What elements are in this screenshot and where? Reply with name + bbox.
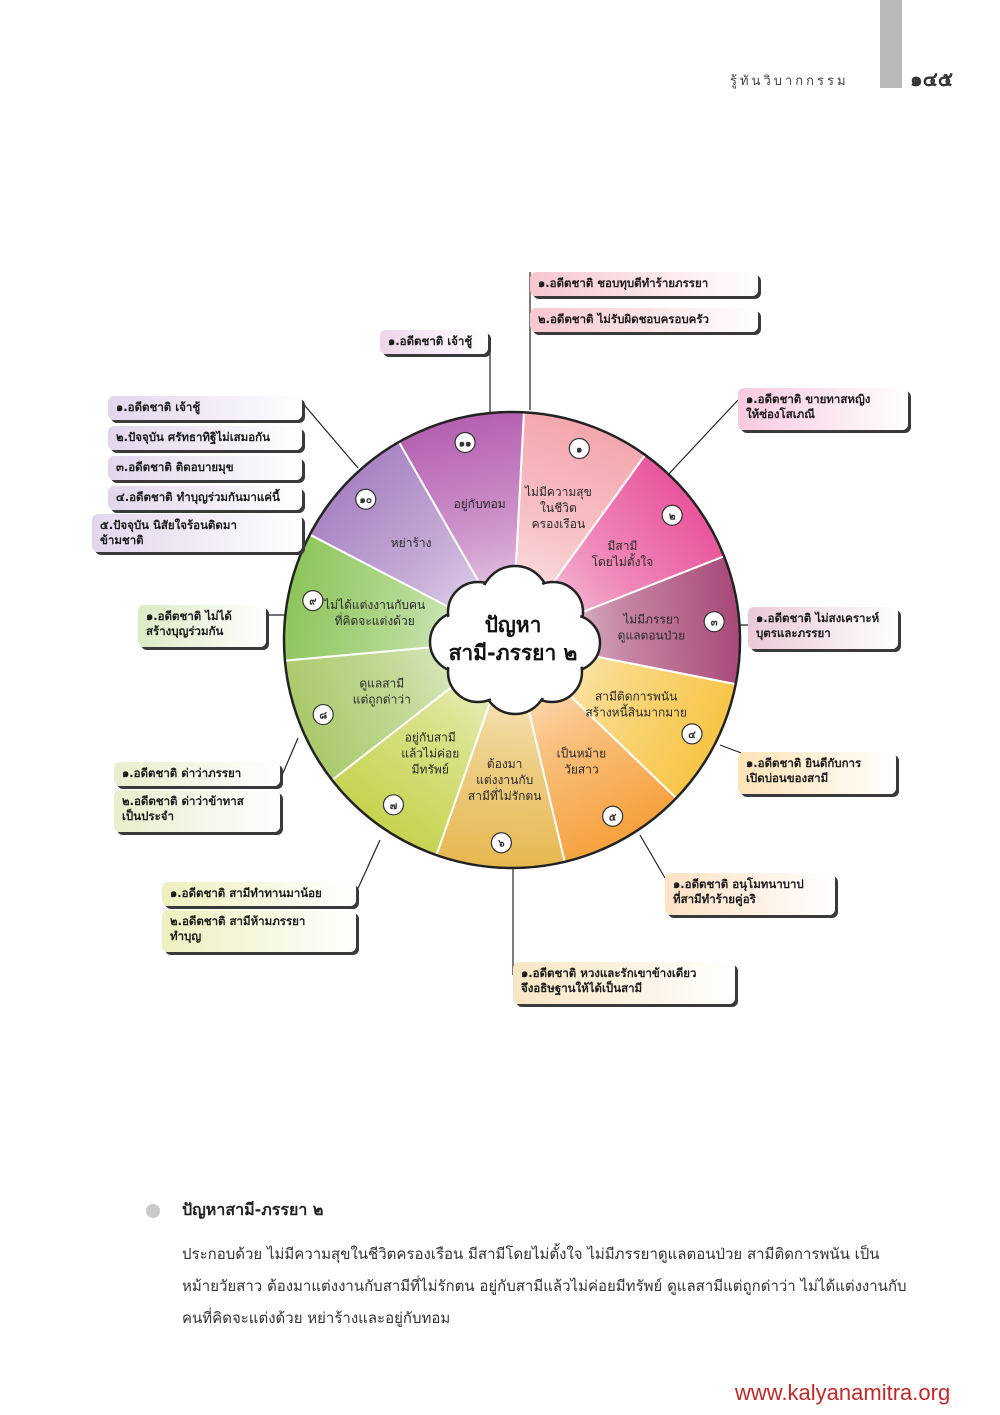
segment-number-9: ๙ <box>309 597 317 608</box>
segment-number-3: ๓ <box>711 618 718 629</box>
segment-number-8: ๘ <box>319 711 327 722</box>
segment-number-badge-4 <box>681 723 703 745</box>
segment-number-11: ๑๑ <box>459 438 472 449</box>
segment-number-badge-5 <box>602 805 624 827</box>
segment-label-11: อยู่กับทอม <box>454 497 506 512</box>
cause-box-3-1: ๑.อดีตชาติ ไม่สงเคราะห์ บุตรและภรรยา <box>748 607 898 649</box>
cause-box-6-1: ๑.อดีตชาติ หวงและรักเขาข้างเดียว จึงอธิษ… <box>513 962 735 1004</box>
segment-label-8: ดูแลสามีแต่ถูกด่าว่า <box>353 676 411 707</box>
cause-box-7-2: ๒.อดีตชาติ สามีห้ามภรรยา ทำบุญ <box>162 910 356 952</box>
problem-wheel-diagram: ไม่มีความสุขในชีวิตครองเรือน ๑มีสามีโดยไม… <box>265 272 761 975</box>
section-body: ประกอบด้วย ไม่มีความสุขในชีวิตครองเรือน … <box>182 1245 907 1327</box>
cause-box-10-5: ๕.ปัจจุบัน นิสัยใจร้อนติดมา ข้ามชาติ <box>92 514 302 552</box>
cause-box-8-2: ๒.อดีตชาติ ด่าว่าข้าทาส เป็นประจำ <box>114 790 280 832</box>
segment-label-3: ไม่มีภรรยาดูแลตอนป่วย <box>618 612 685 643</box>
section-title: ปัญหาสามี-ภรรยา ๒ <box>182 1200 324 1219</box>
running-header-title: รู้ทันวิบากกรรม <box>730 74 849 89</box>
wheel-outline <box>282 410 742 870</box>
segment-number-badge-6 <box>490 832 512 854</box>
segment-label-7: อยู่กับสามีแล้วไม่ค่อยมีทรัพย์ <box>401 731 459 777</box>
cause-box-8-1: ๑.อดีตชาติ ด่าว่าภรรยา <box>114 762 280 786</box>
segment-number-badge-1 <box>568 437 590 460</box>
connector-line-7 <box>354 839 381 896</box>
segment-label-6: ต้องมาแต่งงานกับสามีที่ไม่รักตน <box>468 757 542 803</box>
cause-box-9-1: ๑.อดีตชาติ ไม่ได้ สร้างบุญร่วมกัน <box>138 605 266 647</box>
segment-number-1: ๑ <box>576 444 582 455</box>
segment-label-5: เป็นหม้ายวัยสาว <box>557 746 607 777</box>
bullet-icon <box>146 1204 160 1218</box>
cause-box-10-2: ๒.ปัจจุบัน ศรัทธาทิฐิไม่เสมอกัน <box>108 426 302 450</box>
cause-box-4-1: ๑.อดีตชาติ ยินดีกับการ เปิดบ่อนของสามี <box>738 752 896 794</box>
segment-number-badge-7 <box>382 794 405 816</box>
connector-line-8 <box>279 737 299 781</box>
connector-line-5 <box>639 834 666 879</box>
segment-number-badge-11 <box>454 431 476 454</box>
segment-number-badge-8 <box>312 703 334 726</box>
segment-number-7: ๗ <box>390 801 398 812</box>
cause-box-1-2: ๒.อดีตชาติ ไม่รับผิดชอบครอบครัว <box>530 308 758 332</box>
cause-box-10-1: ๑.อดีตชาติ เจ้าชู้ <box>108 396 302 420</box>
segment-number-badge-9 <box>302 590 324 612</box>
center-cloud <box>428 564 602 716</box>
segment-label-1: ไม่มีความสุขในชีวิตครองเรือน <box>524 485 592 531</box>
center-title-line2: สามี-ภรรยา ๒ <box>449 641 578 665</box>
segment-number-10: ๑๐ <box>360 495 372 506</box>
segment-number-badge-10 <box>355 488 377 510</box>
cause-box-10-4: ๔.อดีตชาติ ทำบุญร่วมกันมาแค่นี้ <box>108 486 302 510</box>
segment-label-9: ไม่ได้แต่งงานกับคนที่คิดจะแต่งด้วย <box>323 598 425 628</box>
page-number: ๑๔๕ <box>910 67 953 91</box>
segment-number-2: ๒ <box>669 511 676 522</box>
footer-url: www.kalyanamitra.org <box>735 1380 951 1405</box>
segment-number-badge-3 <box>703 611 725 633</box>
segment-number-6: ๖ <box>497 839 505 850</box>
segment-label-2: มีสามีโดยไม่ตั้งใจ <box>592 539 654 569</box>
connector-line-10 <box>299 399 359 469</box>
header-bar <box>880 0 902 88</box>
cause-box-10-3: ๓.อดีตชาติ ติดอบายมุข <box>108 456 302 480</box>
segment-label-10: หย่าร้าง <box>391 536 432 550</box>
cause-box-5-1: ๑.อดีตชาติ อนุโมทนาบาป ที่สามีทำร้ายคู่อ… <box>665 873 835 915</box>
cause-box-1-1: ๑.อดีตชาติ ชอบทุบตีทำร้ายภรรยา <box>530 272 758 296</box>
connector-line-2 <box>664 399 739 479</box>
segment-label-4: สามีติดการพนันสร้างหนี้สินมากมาย <box>585 690 687 720</box>
cause-box-7-1: ๑.อดีตชาติ สามีทำทานมาน้อย <box>162 882 356 906</box>
cause-box-11-1: ๑.อดีตชาติ เจ้าชู้ <box>380 330 488 354</box>
cause-box-2-1: ๑.อดีตชาติ ขายทาสหญิง ให้ซ่องโสเภณี <box>738 388 908 430</box>
segment-number-4: ๔ <box>688 730 696 741</box>
center-title-line1: ปัญหา <box>485 613 542 638</box>
segment-number-badge-2 <box>661 504 683 526</box>
segment-number-5: ๕ <box>609 812 617 823</box>
